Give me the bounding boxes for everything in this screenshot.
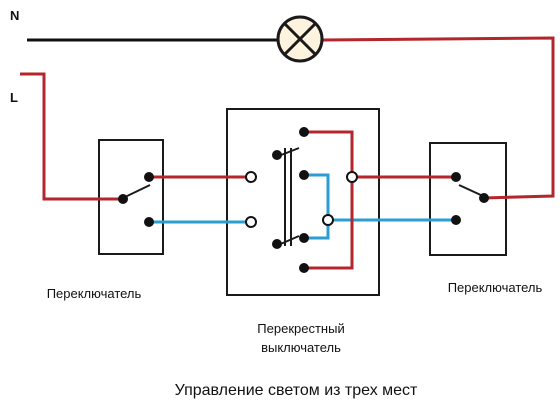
cross-switch-lever: [275, 147, 300, 247]
contact-dot: [479, 193, 489, 203]
contact-dot: [299, 127, 309, 137]
diagram-caption: Управление светом из трех мест: [175, 382, 418, 399]
cross-switch-box: [226, 108, 380, 296]
lamp-icon: [276, 15, 324, 63]
cross-switch-label-line1: Перекрестный: [257, 321, 344, 336]
neutral-terminal-label: N: [10, 8, 19, 23]
cross-switch-label-line2: выключатель: [261, 340, 341, 355]
live-terminal-label: L: [10, 90, 18, 105]
contact-dot: [272, 239, 282, 249]
left-switch-label: Переключатель: [47, 286, 142, 301]
contact-dot: [299, 263, 309, 273]
contact-dot: [299, 170, 309, 180]
right-switch-box: [429, 142, 507, 256]
contact-dot: [144, 217, 154, 227]
contact-dot: [118, 194, 128, 204]
lamp-return-wire: [322, 36, 555, 200]
contact-dot: [299, 233, 309, 243]
terminal-ring: [322, 214, 334, 226]
right-switch-label: Переключатель: [448, 280, 543, 295]
contact-dot: [144, 172, 154, 182]
cross-internal-blue-top: [304, 173, 330, 220]
right-switch-contacts: [451, 172, 489, 225]
contact-dot: [272, 150, 282, 160]
contact-dot: [451, 215, 461, 225]
terminal-ring: [245, 171, 257, 183]
cross-switch-contacts: [245, 127, 358, 273]
terminal-ring: [245, 216, 257, 228]
live-wire: [20, 72, 123, 201]
left-switch-contacts: [118, 172, 154, 227]
cross-internal-red-bottom: [304, 177, 354, 270]
terminal-ring: [346, 171, 358, 183]
left-switch-box: [98, 139, 164, 255]
contact-dot: [451, 172, 461, 182]
cross-internal-red-top: [304, 130, 354, 177]
